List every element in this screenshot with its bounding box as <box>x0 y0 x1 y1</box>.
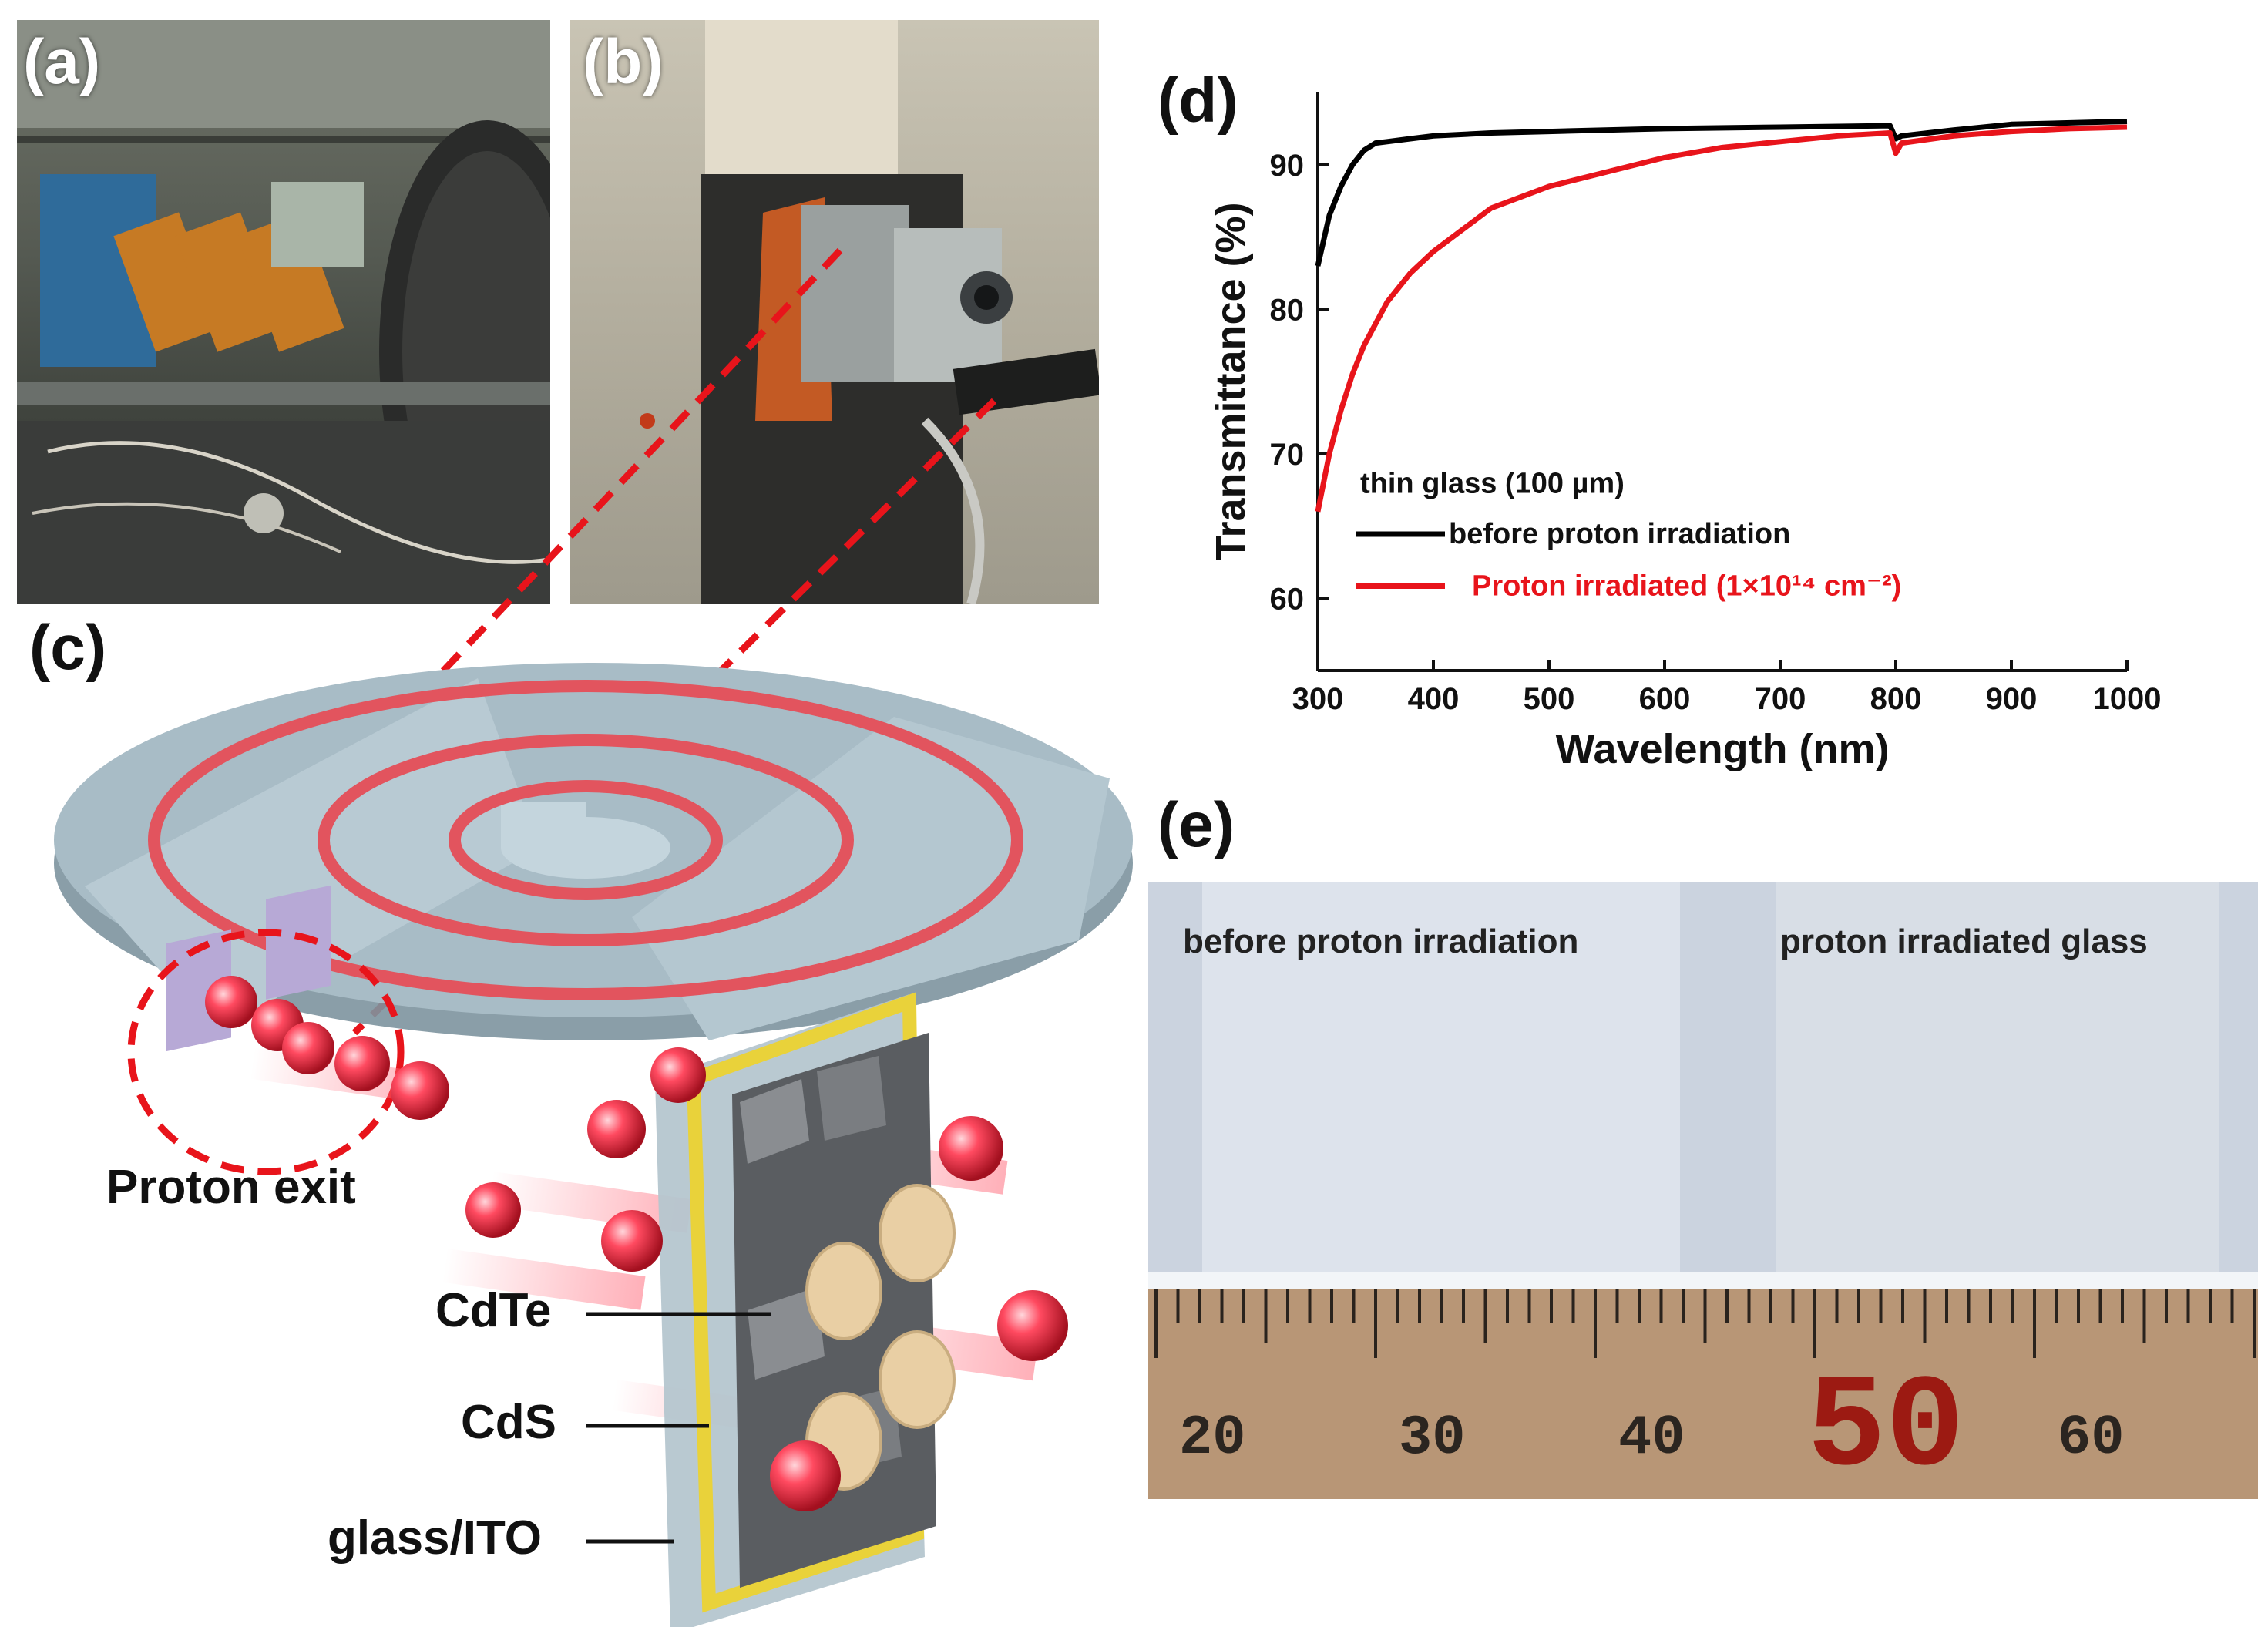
proton-exit-circle <box>127 929 405 1175</box>
x-axis-label: Wavelength (nm) <box>1555 726 1889 772</box>
legend-label-irradiated: Proton irradiated (1×10¹⁴ cm⁻²) <box>1472 570 1901 603</box>
panel-letter-c: (c) <box>29 613 107 683</box>
x-tick-label: 1000 <box>2093 682 2162 716</box>
x-tick-label: 700 <box>1755 682 1806 716</box>
gold-electrodes <box>805 1184 956 1491</box>
legend-title: thin glass (100 µm) <box>1360 467 1625 499</box>
x-tick-label: 300 <box>1292 682 1344 716</box>
ruler-photo-illustration <box>1148 882 2258 1499</box>
panel-letter-d: (d) <box>1158 66 1238 136</box>
label-proton-exit: Proton exit <box>106 1161 356 1214</box>
x-tick-label: 900 <box>1986 682 2038 716</box>
ruler-ticks <box>1154 1289 2256 1358</box>
series-line-before <box>1315 119 2128 267</box>
panel-letter-b: (b) <box>583 27 664 97</box>
proton-particles <box>205 976 1068 1511</box>
ruler-number: 30 <box>1399 1407 1466 1470</box>
photo-exit-port-illustration <box>640 20 1099 604</box>
ruler <box>1148 1289 2258 1499</box>
photo-cyclotron-illustration <box>17 20 550 604</box>
x-tick-label: 800 <box>1870 682 1922 716</box>
y-tick-label: 60 <box>1270 582 1305 616</box>
photo-glass-samples-ruler <box>1148 882 2258 1499</box>
proton-spiral-rings <box>148 680 1023 1000</box>
glass-sample-irradiated <box>1776 882 2219 1279</box>
x-tick-label: 400 <box>1408 682 1460 716</box>
y-tick-label: 70 <box>1270 438 1305 472</box>
glass-sample-before <box>1202 882 1680 1279</box>
photo-cyclotron-beamline <box>17 20 550 604</box>
y-axis-label: Transmittance (%) <box>1208 202 1254 560</box>
chart-series <box>1315 119 2128 513</box>
label-cds: CdS <box>461 1396 556 1449</box>
label-cdte: CdTe <box>435 1284 552 1337</box>
label-glass-ito: glass/ITO <box>328 1511 542 1565</box>
caption-irradiated-glass: proton irradiated glass <box>1780 923 2148 960</box>
chart-legend: thin glass (100 µm) before proton irradi… <box>1356 467 1901 603</box>
ruler-number: 40 <box>1618 1407 1685 1470</box>
layer-leader-lines <box>586 1312 771 1544</box>
photo-proton-exit-port <box>570 20 1099 604</box>
ruler-number: 20 <box>1179 1407 1246 1470</box>
y-tick-label: 80 <box>1270 293 1305 327</box>
panel-letter-e: (e) <box>1158 790 1235 860</box>
chart-ticks: 300 400 500 600 700 800 900 1000 60 70 80 90 <box>1270 149 2162 716</box>
y-tick-label: 90 <box>1270 149 1305 183</box>
panel-letter-a: (a) <box>23 27 101 97</box>
x-tick-label: 600 <box>1639 682 1691 716</box>
ruler-number: 60 <box>2058 1407 2125 1470</box>
ruler-number: 50 <box>1807 1355 1965 1504</box>
x-tick-label: 500 <box>1524 682 1575 716</box>
caption-before-irradiation: before proton irradiation <box>1183 923 1579 960</box>
series-line-irradiated <box>1315 124 2128 513</box>
chart-axes <box>1316 92 2127 672</box>
transmittance-chart: 300 400 500 600 700 800 900 1000 60 70 80 90 thin g… <box>1208 92 2162 772</box>
legend-label-before: before proton irradiation <box>1449 518 1790 550</box>
